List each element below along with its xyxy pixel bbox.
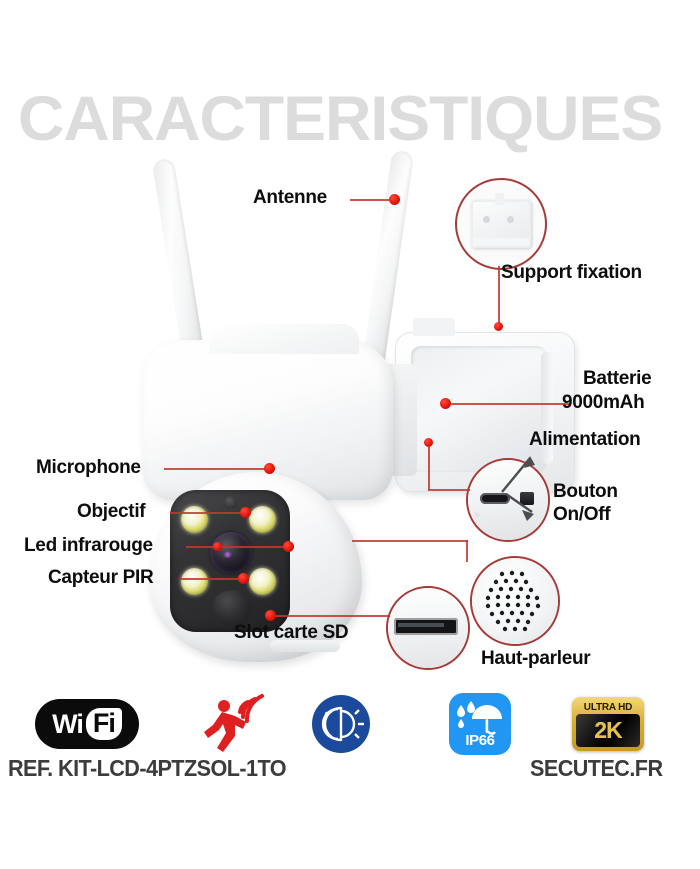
leader-power-vertical — [428, 446, 430, 490]
ip66-icon-box: IP66 — [425, 688, 535, 760]
ir-led-top-right — [249, 506, 276, 533]
bracket-bottom-edge — [473, 238, 529, 246]
label-slot-carte-sd: Slot carte SD — [234, 622, 349, 643]
leader-antenne — [350, 199, 397, 201]
bracket-screw-hole-left — [483, 216, 490, 223]
feature-icon-row: Wi Fi — [0, 688, 700, 760]
sd-slot-contacts — [398, 623, 444, 627]
resolution-label: 2K — [594, 717, 622, 743]
label-bouton-onoff: On/Off — [553, 504, 611, 525]
page-title: CARACTERISTIQUES — [18, 84, 663, 154]
leader-slot-sd — [272, 615, 390, 617]
label-microphone: Microphone — [36, 457, 141, 478]
day-night-glyph — [321, 706, 364, 742]
wifi-label-wi: Wi — [52, 708, 84, 739]
label-batterie: Batterie — [583, 368, 652, 389]
leader-capteur-pir — [180, 578, 246, 580]
motion-detection-icon-box — [175, 688, 285, 760]
speaker-grille-dots — [485, 570, 541, 632]
ultra-hd-label: ULTRA HD — [583, 701, 633, 713]
sd-slot-lip — [270, 640, 340, 652]
marker-batterie — [440, 398, 451, 409]
leader-speaker-horizontal — [352, 540, 468, 542]
leader-led-infrarouge — [186, 546, 294, 548]
usb-c-port — [480, 493, 510, 504]
label-alimentation: Alimentation — [529, 429, 641, 450]
port-screw — [474, 512, 480, 518]
camera-head-top — [209, 324, 359, 354]
sd-card-slot-opening — [394, 618, 458, 635]
wifi-icon: Wi Fi — [35, 699, 139, 749]
label-batterie-capacity: 9000mAh — [562, 392, 645, 413]
label-bouton: Bouton — [553, 481, 618, 502]
leader-power-horizontal — [428, 489, 470, 491]
marker-led-left — [213, 542, 222, 551]
ultra-hd-2k-icon: ULTRA HD 2K — [572, 697, 644, 751]
resolution-panel: 2K — [576, 714, 640, 747]
marker-capteur-pir — [238, 573, 249, 584]
leader-support-fixation — [498, 266, 500, 326]
ip66-label: IP66 — [465, 732, 495, 749]
umbrella-droplets-glyph — [457, 701, 502, 735]
label-capteur-pir: Capteur PIR — [48, 567, 154, 588]
leader-microphone — [164, 468, 270, 470]
battery-rail — [541, 352, 553, 464]
camera-illustration — [95, 149, 575, 670]
ip66-waterproof-icon: IP66 — [449, 693, 511, 755]
day-night-vision-icon-box — [295, 688, 387, 760]
sd-slot-callout-circle — [386, 586, 470, 670]
marker-slot-sd — [265, 610, 276, 621]
marker-objectif — [240, 507, 251, 518]
support-bracket-callout-circle — [455, 178, 547, 270]
power-switch — [520, 492, 534, 505]
arrow-bouton-onoff — [505, 493, 534, 521]
label-antenne: Antenne — [253, 187, 327, 208]
label-led-infrarouge: Led infrarouge — [24, 535, 153, 556]
bracket-tab — [495, 193, 504, 205]
battery-inner-panel — [411, 346, 547, 472]
marker-support-fixation — [494, 322, 503, 331]
power-port-callout-circle — [466, 458, 550, 542]
marker-led-right — [283, 541, 294, 552]
marker-microphone — [264, 463, 275, 474]
arrow-alimentation — [501, 456, 535, 493]
leader-objectif — [170, 512, 246, 514]
wifi-label-fi: Fi — [85, 708, 122, 740]
camera-objective-lens — [210, 532, 252, 574]
pir-sensor — [212, 590, 252, 626]
label-haut-parleur: Haut-parleur — [481, 648, 591, 669]
leader-speaker-vertical — [466, 540, 468, 562]
leader-batterie — [448, 403, 570, 405]
marker-antenne — [389, 194, 400, 205]
label-objectif: Objectif — [77, 501, 146, 522]
marker-power-area — [424, 438, 433, 447]
wifi-icon-box: Wi Fi — [22, 688, 152, 760]
wifi-icon-text: Wi Fi — [52, 708, 122, 740]
brand-name: SECUTEC.FR — [530, 755, 663, 781]
ultra-hd-2k-icon-box: ULTRA HD 2K — [548, 688, 668, 760]
ir-led-bottom-right — [249, 568, 276, 595]
ir-led-bottom-left — [181, 568, 208, 595]
bracket-screw-hole-right — [507, 216, 514, 223]
ir-led-top-left — [181, 506, 208, 533]
speaker-callout-circle — [470, 556, 560, 646]
label-support-fixation: Support fixation — [501, 262, 642, 283]
microphone-hole — [224, 496, 237, 509]
motion-detection-icon — [204, 694, 264, 752]
battery-mount-tab — [413, 318, 455, 336]
product-reference: REF. KIT-LCD-4PTZSOL-1TO — [8, 755, 287, 781]
camera-head-housing — [143, 324, 393, 500]
day-night-vision-icon — [312, 695, 370, 753]
